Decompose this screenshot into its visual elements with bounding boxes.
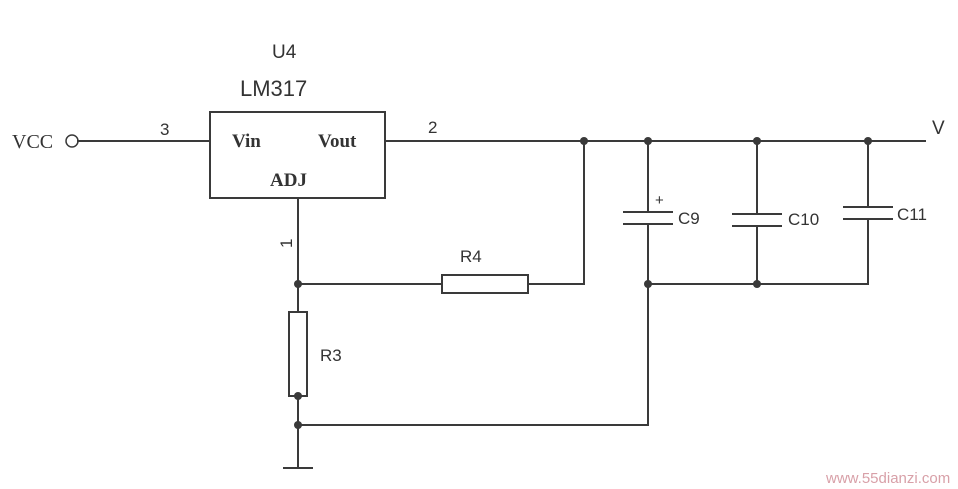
capacitor-c11-label: C11	[897, 205, 927, 224]
resistor-r4	[441, 274, 529, 294]
capacitor-c10-label: C10	[788, 210, 819, 229]
vcc-net-label: VCC	[12, 131, 53, 153]
junction-dot	[644, 280, 652, 288]
output-net-label: V	[932, 118, 945, 139]
resistor-r4-label: R4	[460, 247, 482, 266]
capacitor-c9-polarity: +	[655, 192, 664, 209]
vcc-terminal	[65, 134, 79, 148]
junction-dot	[753, 137, 761, 145]
resistor-r3-label: R3	[320, 346, 342, 365]
junction-dot	[294, 421, 302, 429]
junction-dot	[644, 137, 652, 145]
regulator-part-number: LM317	[240, 76, 307, 101]
pin-number-vin: 3	[160, 120, 169, 139]
regulator-designator: U4	[272, 42, 297, 63]
capacitor-c9-label: C9	[678, 209, 700, 228]
junction-dot	[753, 280, 761, 288]
pin-number-vout: 2	[428, 118, 437, 137]
regulator-pin-vout-label: Vout	[318, 131, 357, 152]
regulator-pin-vin-label: Vin	[232, 131, 261, 152]
junction-dot	[864, 137, 872, 145]
regulator-pin-adj-label: ADJ	[270, 170, 307, 191]
pin-number-adj: 1	[277, 239, 296, 248]
junction-dot	[580, 137, 588, 145]
watermark: www.55dianzi.com	[825, 470, 950, 487]
resistor-r3	[288, 311, 308, 397]
junction-dot	[294, 280, 302, 288]
junction-dot	[294, 392, 302, 400]
